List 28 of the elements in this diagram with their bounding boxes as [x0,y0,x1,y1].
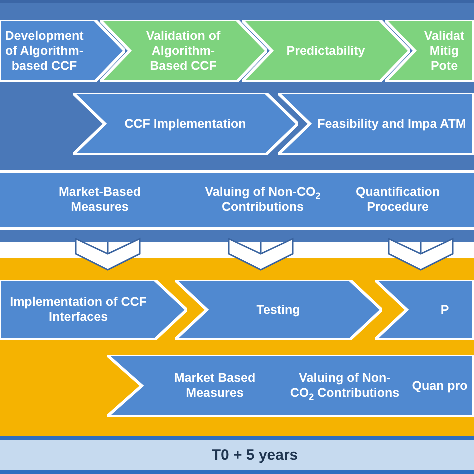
step-label: Valuing of Non-CO$_{2}$ Contributions [290,371,400,401]
step-label: Quan pro [411,379,469,394]
panel-background [0,258,474,436]
step-label: Market Based Measures [173,371,257,401]
step-label: P [440,303,450,318]
step-label: CCF Implementation [124,117,248,132]
step-label: Validat Mitig Pote [423,29,466,74]
step-label: Feasibility and Impa ATM [316,117,468,132]
band [0,170,474,230]
process-step [375,280,474,340]
process-step [100,20,267,82]
process-step [107,355,474,417]
step-label: Development of Algorithm-based CCF [4,29,85,74]
step-label: Market-Based Measures [58,185,142,215]
process-step [385,20,474,82]
process-step [0,280,187,340]
process-step [242,20,410,82]
step-label: Implementation of CCF Interfaces [9,295,148,325]
process-step [278,93,474,155]
step-label: Valuing of Non-CO$_{2}$ Contributions [204,185,322,215]
step-label: T0 + 5 years [210,448,300,463]
step-label: Quantification Procedure [354,185,442,215]
process-step [73,93,298,155]
step-label: Predictability [286,44,366,59]
step-label: Testing [256,303,302,318]
band [0,440,474,470]
step-label: Validation of Algorithm-Based CCF [145,29,222,74]
panel-background [0,3,474,242]
